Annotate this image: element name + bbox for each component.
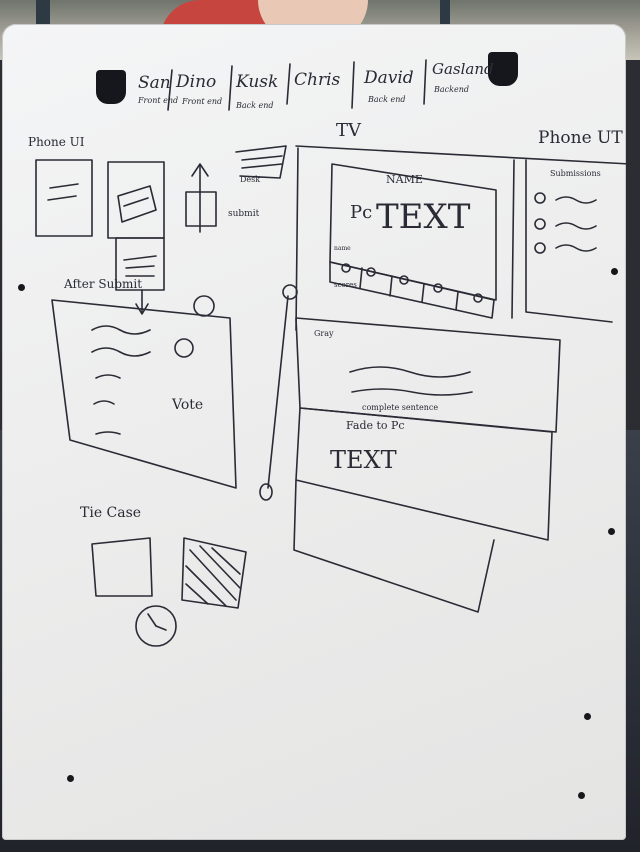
tv-score-bar	[329, 261, 495, 319]
team-name: Kusk	[236, 72, 279, 92]
label-phone-ui-right: Phone UT	[538, 128, 623, 148]
header-divider	[228, 65, 233, 111]
mounting-hole	[611, 268, 618, 275]
label-fade-to-pic: Fade to Pc	[346, 419, 405, 432]
tie-case-box	[91, 537, 153, 597]
label-tie-case: Tie Case	[80, 505, 142, 521]
label-tv: TV	[336, 120, 362, 141]
team-role: Back end	[236, 101, 274, 110]
mounting-hole	[584, 713, 591, 720]
phone-mockup	[35, 159, 93, 237]
team-name: Gasland	[432, 60, 494, 78]
header-divider	[167, 69, 173, 111]
team-name: Dino	[176, 72, 217, 92]
board-clip-right	[488, 52, 518, 86]
tv-top-line	[295, 145, 631, 165]
label-pic: Pc	[350, 202, 373, 223]
mounting-hole	[18, 284, 25, 291]
label-vote: Vote	[172, 397, 204, 413]
phone-mockup	[107, 161, 165, 239]
mounting-hole	[67, 775, 74, 782]
fade-screen	[295, 407, 553, 541]
team-name: David	[364, 68, 414, 88]
label-text-big: TEXT	[376, 197, 471, 237]
phone-ui-right	[525, 159, 613, 323]
team-name: Chris	[294, 70, 341, 90]
label-desk: Desk	[240, 175, 261, 184]
label-phone-ui-left: Phone UI	[28, 135, 85, 149]
after-submit-box	[51, 299, 237, 489]
team-role: Backend	[434, 85, 469, 94]
label-name: NAME	[386, 173, 423, 186]
tie-case-hatched-box	[181, 537, 247, 609]
board-clip-left	[96, 70, 126, 104]
label-submissions: Submissions	[550, 169, 601, 178]
team-role: Back end	[368, 95, 406, 104]
header-divider	[423, 59, 427, 105]
label-name-small: name	[334, 245, 351, 252]
tv-screen	[329, 163, 497, 301]
window-post	[440, 0, 450, 40]
header-divider	[286, 63, 291, 105]
team-role: Front end	[138, 96, 179, 105]
mounting-hole	[578, 792, 585, 799]
label-submit: submit	[228, 209, 260, 219]
team-role: Front end	[182, 97, 223, 106]
label-complete-sentence: complete sentence	[362, 403, 439, 412]
bottom-screen	[293, 479, 495, 613]
phone-mockup	[115, 237, 165, 291]
label-after-submit: After Submit	[64, 277, 143, 291]
header-divider	[351, 61, 355, 109]
gray-screen	[295, 317, 561, 433]
label-gray: Gray	[314, 329, 334, 338]
label-text-bottom: TEXT	[330, 446, 397, 474]
team-name: San	[138, 73, 171, 93]
timer-icon	[135, 605, 177, 647]
label-scores: scores	[334, 281, 357, 289]
mounting-hole	[608, 528, 615, 535]
